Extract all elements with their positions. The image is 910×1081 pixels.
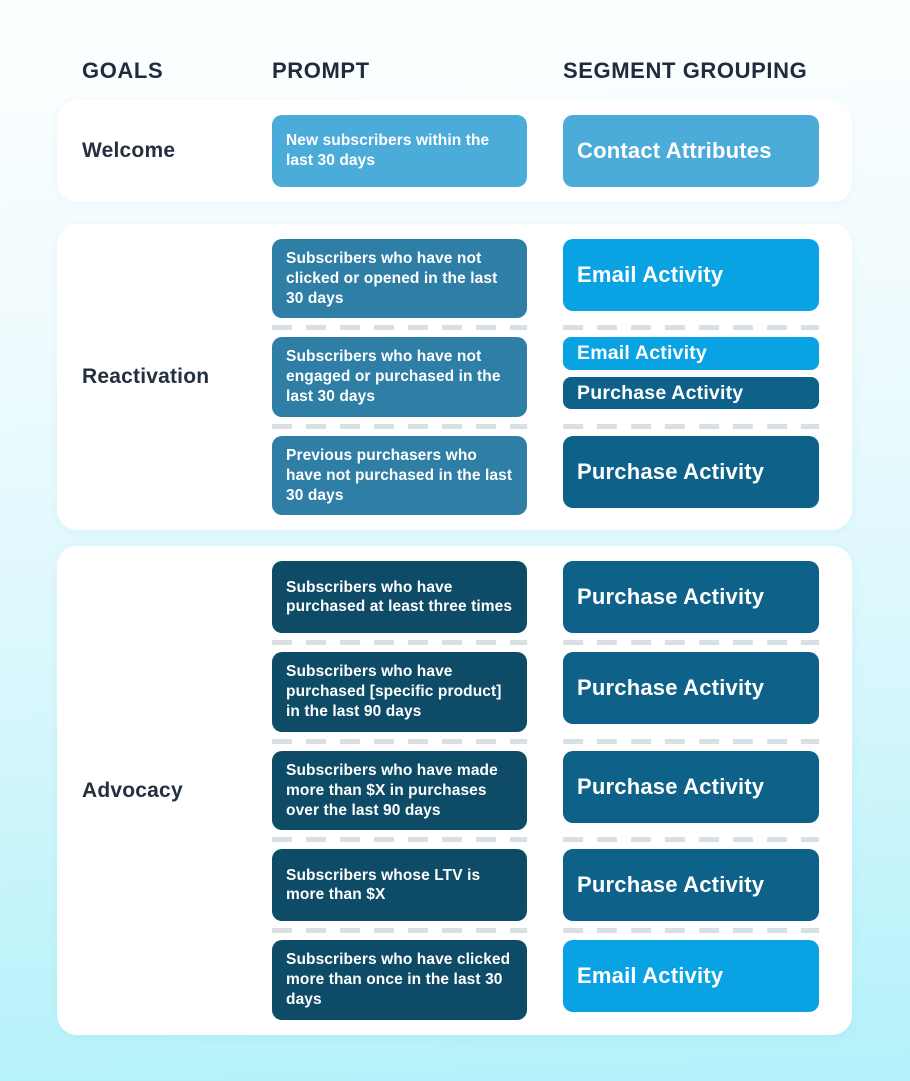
- segment-label: Purchase Activity: [577, 584, 765, 610]
- mapping-row: Subscribers who have not clicked or open…: [272, 239, 819, 319]
- mapping-rows: Subscribers who have not clicked or open…: [272, 239, 819, 516]
- dashed-divider: [272, 423, 527, 429]
- prompt-box: Subscribers who have made more than $X i…: [272, 750, 527, 831]
- column-header-prompt: PROMPT: [272, 58, 370, 83]
- segment-label: Purchase Activity: [577, 458, 765, 484]
- segment-box: Purchase Activity: [563, 376, 819, 410]
- goal-section-welcome: Welcome New subscribers within the last 3…: [57, 100, 852, 202]
- mapping-row: Previous purchasers who have not purchas…: [272, 435, 819, 516]
- segment-label: Email Activity: [577, 262, 724, 287]
- segment-box: Purchase Activity: [563, 849, 819, 922]
- segment-box: Purchase Activity: [563, 750, 819, 823]
- dashed-divider: [563, 325, 819, 331]
- dashed-divider: [563, 928, 819, 934]
- dashed-divider: [563, 640, 819, 646]
- mapping-row: New subscribers within the last 30 days C…: [272, 115, 819, 187]
- column-header-goals: GOALS: [82, 58, 164, 83]
- segment-label: Purchase Activity: [577, 773, 765, 799]
- mapping-row: Subscribers who have clicked more than o…: [272, 940, 819, 1020]
- goal-section-reactivation: Reactivation Subscribers who have not cli…: [57, 224, 852, 531]
- segment-box: Purchase Activity: [563, 435, 819, 508]
- segment-label: Purchase Activity: [577, 872, 765, 898]
- prompt-text: New subscribers within the last 30 days: [286, 132, 490, 169]
- prompt-box: Subscribers who have purchased at least …: [272, 561, 527, 634]
- dashed-divider: [272, 325, 527, 331]
- segment-box: Purchase Activity: [563, 652, 819, 725]
- goal-cell: Advocacy: [57, 561, 272, 1019]
- prompt-text: Subscribers who have purchased [specific…: [286, 663, 502, 721]
- segment-stack: Purchase Activity: [563, 561, 819, 634]
- segment-stack: Purchase Activity: [563, 652, 819, 725]
- dashed-divider: [563, 423, 819, 429]
- dashed-divider: [272, 837, 527, 843]
- prompt-box: Subscribers who have purchased [specific…: [272, 652, 527, 732]
- row-separator: [272, 738, 819, 744]
- goal-label: Advocacy: [82, 778, 183, 802]
- dashed-divider: [272, 928, 527, 934]
- prompt-text: Subscribers who have made more than $X i…: [286, 761, 498, 819]
- mapping-row: Subscribers who have purchased [specific…: [272, 652, 819, 732]
- segment-stack: Contact Attributes: [563, 115, 819, 187]
- segment-box: Email Activity: [563, 239, 819, 311]
- goal-section-advocacy: Advocacy Subscribers who have purchased a…: [57, 546, 852, 1035]
- dashed-divider: [272, 738, 527, 744]
- prompt-box: New subscribers within the last 30 days: [272, 115, 527, 187]
- mapping-row: Subscribers who have made more than $X i…: [272, 750, 819, 831]
- prompt-text: Subscribers who have clicked more than o…: [286, 951, 511, 1009]
- segment-label: Contact Attributes: [577, 138, 772, 163]
- segment-box: Email Activity: [563, 940, 819, 1013]
- prompt-box: Subscribers who have not engaged or purc…: [272, 337, 527, 417]
- segment-label: Email Activity: [577, 342, 707, 365]
- segment-label: Purchase Activity: [577, 675, 765, 701]
- prompt-text: Subscribers who have not clicked or open…: [286, 250, 498, 307]
- goal-label: Reactivation: [82, 365, 210, 389]
- prompt-text: Previous purchasers who have not purchas…: [286, 446, 513, 504]
- goal-cell: Reactivation: [57, 239, 272, 515]
- segment-label: Purchase Activity: [577, 381, 744, 404]
- prompt-box: Subscribers who have clicked more than o…: [272, 940, 527, 1020]
- column-headers: GOALS PROMPT SEGMENT GROUPING: [57, 58, 910, 84]
- mapping-row: Subscribers who have not engaged or purc…: [272, 337, 819, 417]
- mapping-row: Subscribers who have purchased at least …: [272, 561, 819, 634]
- goal-sections: Welcome New subscribers within the last 3…: [0, 100, 910, 1035]
- prompt-box: Subscribers whose LTV is more than $X: [272, 849, 527, 922]
- prompt-text: Subscribers who have purchased at least …: [286, 578, 513, 616]
- prompt-box: Subscribers who have not clicked or open…: [272, 239, 527, 319]
- prompt-box: Previous purchasers who have not purchas…: [272, 435, 527, 516]
- prompt-text: Subscribers who have not engaged or purc…: [286, 348, 501, 406]
- segment-stack: Email Activity: [563, 940, 819, 1013]
- dashed-divider: [272, 640, 527, 646]
- mapping-rows: Subscribers who have purchased at least …: [272, 561, 819, 1020]
- segment-stack: Purchase Activity: [563, 750, 819, 823]
- dashed-divider: [563, 837, 819, 843]
- goal-cell: Welcome: [57, 115, 272, 187]
- goal-label: Welcome: [82, 139, 176, 162]
- mapping-row: Subscribers whose LTV is more than $X Pur…: [272, 849, 819, 922]
- segment-box: Purchase Activity: [563, 561, 819, 634]
- dashed-divider: [563, 738, 819, 744]
- segment-box: Contact Attributes: [563, 115, 819, 187]
- segment-stack: Purchase Activity: [563, 849, 819, 922]
- column-header-segment-grouping: SEGMENT GROUPING: [563, 58, 808, 83]
- row-separator: [272, 640, 819, 646]
- mapping-rows: New subscribers within the last 30 days C…: [272, 115, 819, 187]
- row-separator: [272, 837, 819, 843]
- segment-stack: Purchase Activity: [563, 435, 819, 508]
- infographic-canvas: GOALS PROMPT SEGMENT GROUPING Welcome New…: [0, 58, 910, 1035]
- segment-box: Email Activity: [563, 337, 819, 370]
- prompt-text: Subscribers whose LTV is more than $X: [286, 866, 481, 904]
- segment-label: Email Activity: [577, 963, 724, 989]
- segment-stack: Email Activity: [563, 239, 819, 311]
- row-separator: [272, 928, 819, 934]
- row-separator: [272, 423, 819, 429]
- row-separator: [272, 325, 819, 331]
